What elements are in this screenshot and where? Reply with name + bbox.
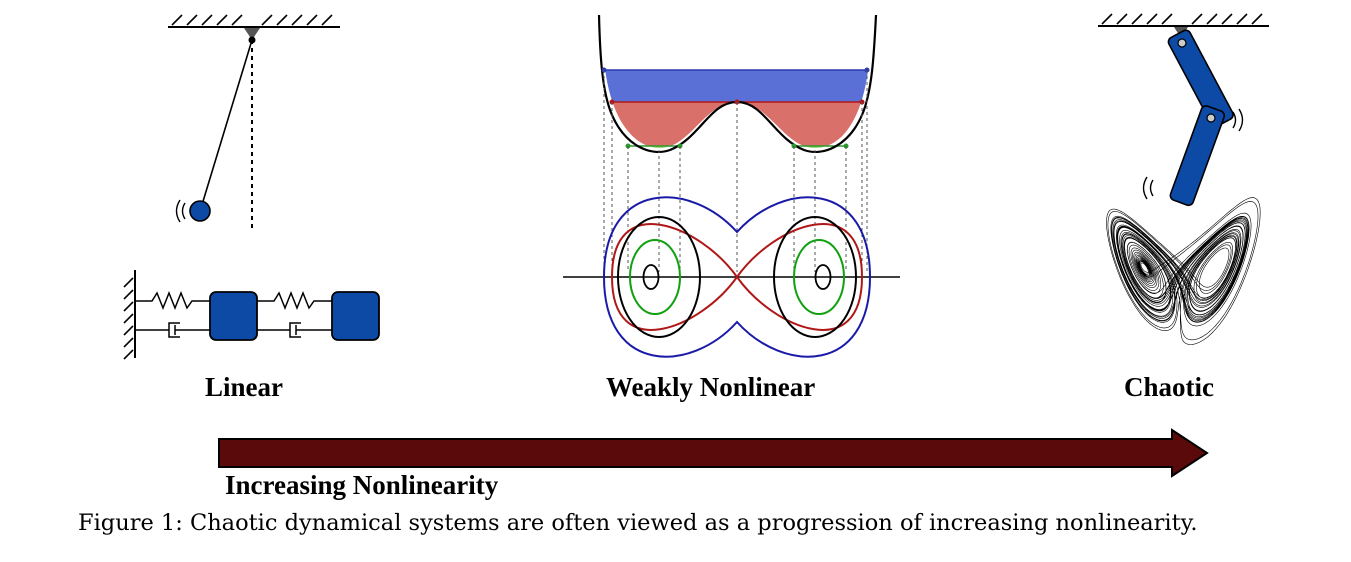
energy-level-blue (602, 70, 871, 103)
wall-hatch (123, 277, 134, 360)
ceiling-hatch-2 (1101, 13, 1263, 25)
damper-1 (135, 322, 210, 338)
orbit-right-inner (814, 264, 832, 290)
separatrix-red (610, 223, 864, 331)
arrow-label: Increasing Nonlinearity (225, 470, 499, 500)
lorenz-attractor (1106, 197, 1261, 345)
energy-level-green (602, 146, 871, 148)
figure-caption: Figure 1: Chaotic dynamical systems are … (78, 510, 1198, 536)
pivot-mount (244, 28, 260, 40)
spring-1 (135, 290, 210, 311)
joint-icon (1177, 38, 1187, 48)
upper-arm (1167, 29, 1234, 128)
pendulum-bob (189, 200, 211, 222)
double-pendulum-diagram (1098, 13, 1269, 207)
mass-block-2 (331, 291, 380, 341)
label-linear: Linear (205, 372, 283, 402)
orbit-outer-blue (602, 196, 872, 358)
spring-mass-damper-diagram (123, 270, 380, 360)
energy-level-red (602, 102, 871, 146)
orbit-right-green (793, 239, 845, 315)
orbit-left-inner (642, 264, 660, 290)
orbit-left-green (629, 239, 681, 315)
damper-2 (257, 322, 332, 338)
progress-arrow (218, 428, 1209, 478)
double-well-potential (597, 14, 878, 272)
phase-portrait (563, 196, 900, 358)
pendulum-rod (200, 39, 253, 209)
pendulum-diagram (168, 14, 340, 228)
orbit-right-black (773, 216, 857, 338)
projection-lines (603, 70, 868, 272)
lorenz-trajectory (1106, 197, 1261, 345)
lower-arm (1169, 105, 1226, 207)
spring-2 (257, 290, 332, 311)
ceiling-hatch (171, 14, 333, 26)
motion-marks-icon (1142, 108, 1244, 200)
mass-block-1 (209, 291, 258, 341)
orbit-left-black (617, 216, 701, 338)
label-chaotic: Chaotic (1124, 372, 1214, 402)
label-weakly-nonlinear: Weakly Nonlinear (606, 372, 816, 402)
motion-mark-icon (181, 202, 186, 220)
